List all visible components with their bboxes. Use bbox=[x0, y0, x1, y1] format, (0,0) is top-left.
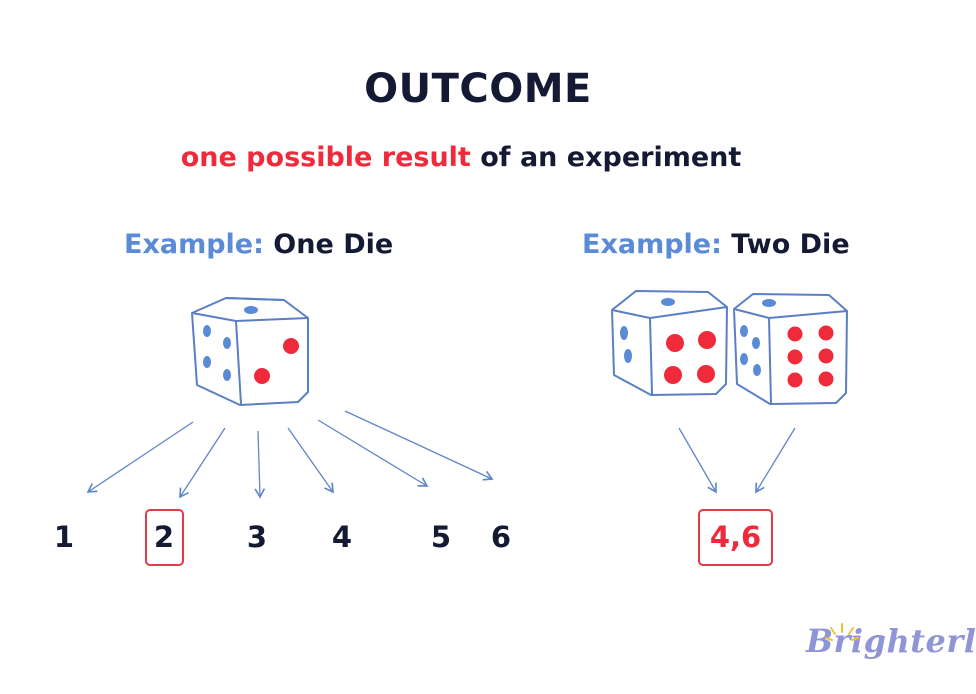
logo-text: Brighterly bbox=[806, 622, 976, 660]
brighterly-logo: Brighterly bbox=[806, 622, 976, 660]
example-two-label: Two Die bbox=[721, 229, 850, 260]
right-die-pips bbox=[740, 299, 834, 388]
arrow-to-5 bbox=[317, 419, 429, 487]
single-die-icon bbox=[191, 297, 309, 406]
arrow-to-1 bbox=[86, 421, 194, 493]
definition-rest: of an experiment bbox=[470, 142, 742, 173]
example-one-label: One Die bbox=[263, 229, 394, 260]
single-die-pips bbox=[203, 306, 299, 384]
two-dice-outcome: 4,6 bbox=[709, 520, 762, 554]
arrow-to-3 bbox=[254, 430, 266, 499]
arrow-to-2 bbox=[179, 427, 226, 499]
definition: one possible result of an experiment bbox=[0, 142, 922, 173]
example-two-title: Example: Two Die bbox=[582, 229, 850, 260]
two-dice-arrows bbox=[678, 427, 796, 494]
outcome-1: 1 bbox=[53, 520, 75, 554]
arrow-to-4 bbox=[287, 427, 334, 494]
example-one-prefix: Example: bbox=[124, 229, 264, 260]
definition-highlight: one possible result bbox=[180, 142, 471, 173]
arrow-to-6 bbox=[344, 410, 494, 481]
outcome-3: 3 bbox=[246, 520, 268, 554]
arrow-left-die bbox=[678, 427, 717, 494]
left-die-pips bbox=[620, 298, 716, 384]
example-one-title: Example: One Die bbox=[124, 229, 393, 260]
page-title: OUTCOME bbox=[364, 66, 592, 112]
example-two-prefix: Example: bbox=[582, 229, 722, 260]
highlight-box-4-6 bbox=[698, 509, 773, 566]
outcome-2: 2 bbox=[153, 520, 175, 554]
highlight-box-2 bbox=[145, 509, 184, 566]
outcome-6: 6 bbox=[490, 520, 512, 554]
right-die-icon bbox=[733, 293, 848, 405]
outcome-4: 4 bbox=[331, 520, 353, 554]
outcome-5: 5 bbox=[430, 520, 452, 554]
arrow-right-die bbox=[755, 427, 796, 494]
one-die-arrows bbox=[86, 410, 494, 499]
